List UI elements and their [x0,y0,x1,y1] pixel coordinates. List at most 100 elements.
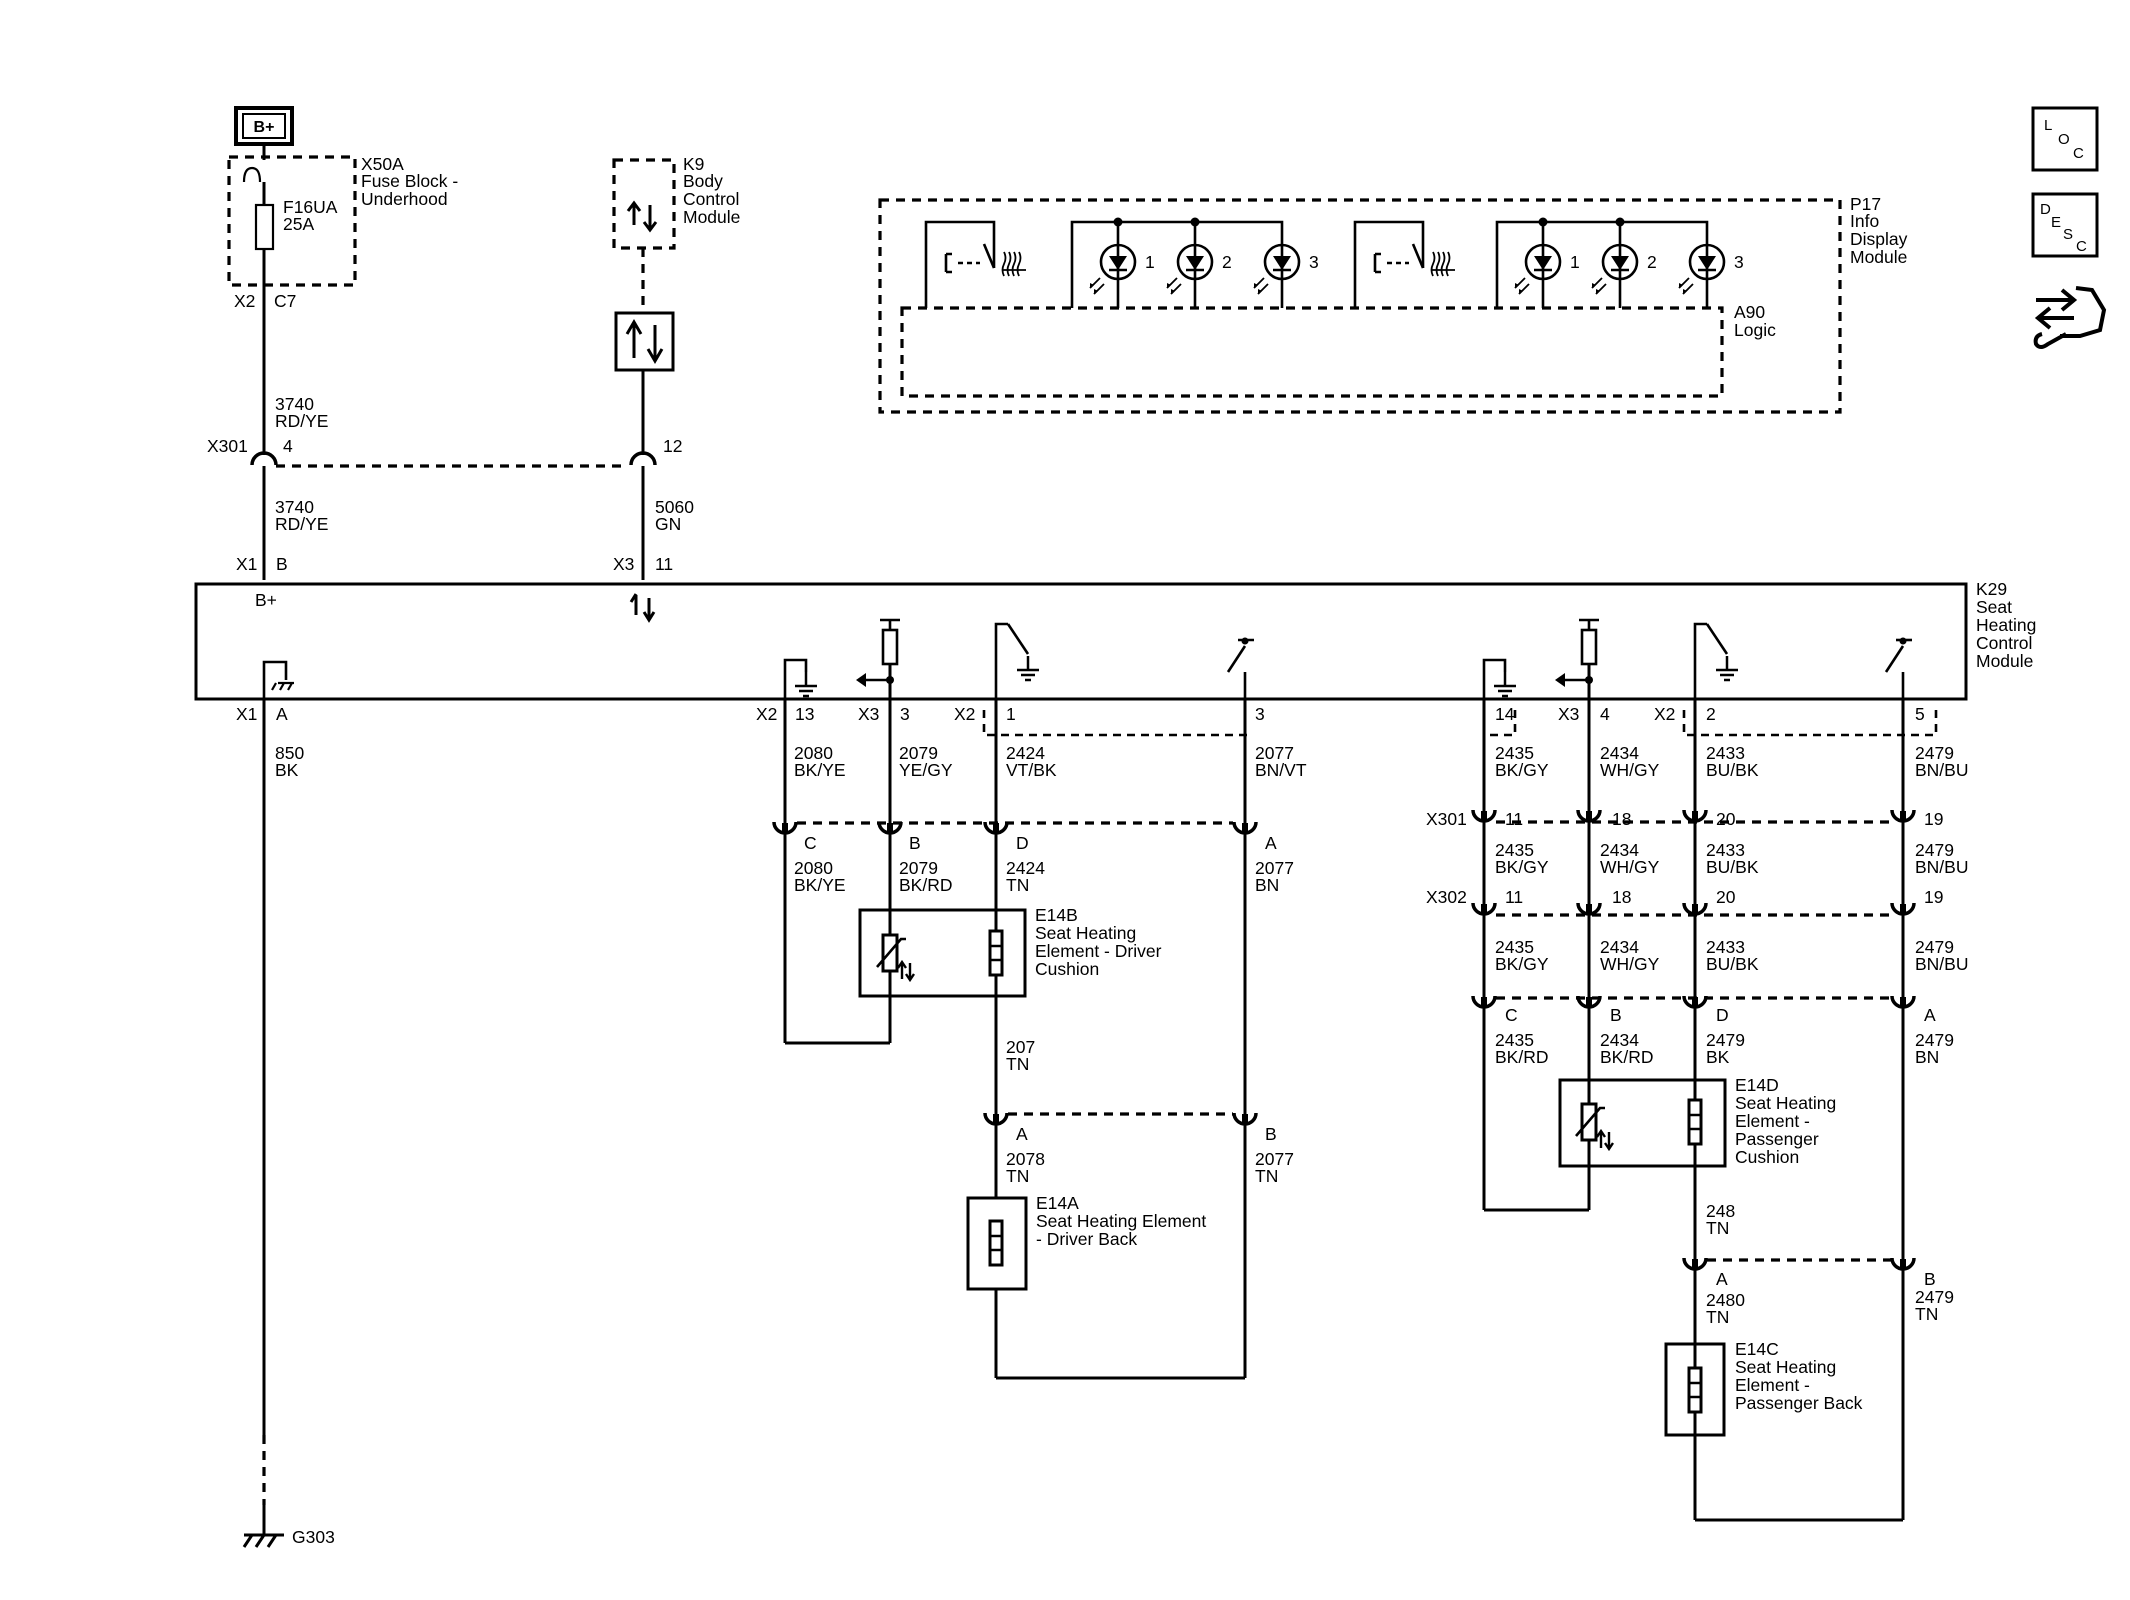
drv-wire-mid-num-2: 2079 [899,858,938,878]
psg-wire-top-color-2: WH/GY [1600,760,1660,780]
arrow-left-icon [1555,673,1565,687]
connector-terminal [1682,809,1708,823]
desc-letter-s: S [2063,226,2073,243]
passenger-ground-path [1482,658,1507,699]
connector-terminal [1890,809,1916,823]
psg-wire-b-color-3: BU/BK [1706,857,1759,877]
logic-name: Logic [1734,320,1776,340]
drv-back-ref: E14A [1036,1193,1079,1213]
drv-wire-mid-num-1: 2080 [794,858,833,878]
drv-pin-c: C [804,833,817,853]
fuse-label: F16UA [283,197,338,217]
psg-wire-top-color-4: BN/BU [1915,760,1968,780]
psg-back-ref: E14C [1735,1339,1779,1359]
psg-back-wire-num-1: 2480 [1706,1290,1745,1310]
connector-terminal [1890,995,1916,1009]
psg-back-name-3: Passenger Back [1735,1393,1863,1413]
pullup-resistor-icon [881,628,899,666]
drv-wire-top-num-4: 2077 [1255,743,1294,763]
heater-element-icon [1687,1366,1703,1414]
connector-repair-icon[interactable] [2033,286,2107,349]
drv-back-wire-num-1: 2078 [1006,1149,1045,1169]
psg-wire-c-num-3: 2433 [1706,937,1745,957]
fuse-block-name-2: Underhood [361,189,448,209]
psg-x301-pin-2: 18 [1612,809,1631,829]
module-name-4: Module [1976,651,2033,671]
x301-pin-4: 4 [283,436,293,456]
desc-icon[interactable]: D E S C [2031,192,2099,258]
drv-wire-top-color-3: VT/BK [1006,760,1057,780]
connector-terminal [1890,1257,1916,1271]
switch-icon [1705,623,1729,655]
fuse-rating: 25A [283,214,314,234]
seat-heating-control-module: B+ K29 Seat Heating Control Module [194,579,2036,701]
psg-cushion-name-1: Seat Heating [1735,1093,1836,1113]
psg-jumper-color: TN [1706,1218,1729,1238]
psg-cushion-ref: E14D [1735,1075,1779,1095]
arrow-left-icon [856,673,866,687]
x3-label-top: X3 [613,554,634,574]
drv-wire-mid-color-2: BK/RD [899,875,952,895]
ground-icon [242,1505,284,1548]
pin-2: 2 [1706,704,1716,724]
x2-label-c: X2 [1654,704,1675,724]
wire-3740-num-a: 3740 [275,394,314,414]
ground-icon [795,672,817,698]
heater-element-icon [1687,1098,1703,1146]
psg-wire-b-num-3: 2433 [1706,840,1745,860]
drv-back-pin-a: A [1016,1124,1028,1144]
psg-wire-top-num-2: 2434 [1600,743,1639,763]
psg-pin-b: B [1610,1005,1622,1025]
x1-pin-b: B [276,554,288,574]
body-control-module: K9 Body Control Module [612,154,740,250]
connector-terminal [1682,902,1708,916]
drv-wire-mid-color-4: BN [1255,875,1279,895]
psg-x302-label: X302 [1426,887,1467,907]
psg-cushion-name-4: Cushion [1735,1147,1799,1167]
fuse-block-ref: X50A [361,154,404,174]
battery-symbol: B+ [234,106,294,146]
psg-wire-c-num-2: 2434 [1600,937,1639,957]
thermistor-icon [1575,1102,1614,1152]
drv-jumper-color: TN [1006,1054,1029,1074]
psg-wire-b-color-1: BK/GY [1495,857,1549,877]
module-bplus: B+ [255,590,277,610]
wire-850-num: 850 [275,743,304,763]
psg-wire-top-num-4: 2479 [1915,743,1954,763]
psg-x301-pin-1: 11 [1505,809,1523,829]
led-number: 2 [1647,252,1657,272]
connector-terminal [1471,995,1497,1009]
drv-wire-mid-color-3: TN [1006,875,1029,895]
wire-3740-color-a: RD/YE [275,411,328,431]
psg-wire-b-color-2: WH/GY [1600,857,1660,877]
psg-pin-a: A [1924,1005,1936,1025]
driver-ground-path [783,658,808,699]
led-number: 1 [1570,252,1580,272]
psg-cushion-name-3: Passenger [1735,1129,1819,1149]
psg-x302-pin-2: 18 [1612,887,1631,907]
psg-wire-d-color-3: BK [1706,1047,1730,1067]
pin-1: 1 [1006,704,1016,724]
battery-label: B+ [254,119,275,136]
psg-wire-d-num-4: 2479 [1915,1030,1954,1050]
connector-terminal [983,1112,1009,1126]
bcm-name-3: Module [683,207,740,227]
logic-ref: A90 [1734,302,1765,322]
pullup-resistor-icon [1580,628,1598,666]
x3-pin-11: 11 [655,554,673,574]
heated-seat-switch-icon [924,220,1026,308]
module-name-1: Seat [1976,597,2012,617]
psg-x302-pin-3: 20 [1716,887,1736,907]
module-name-3: Control [1976,633,2032,653]
psg-wire-top-color-1: BK/GY [1495,760,1549,780]
loc-icon[interactable]: L O C [2031,106,2099,172]
psg-wire-c-num-4: 2479 [1915,937,1954,957]
connector-terminal [1576,995,1602,1009]
psg-wire-b-num-1: 2435 [1495,840,1534,860]
psg-back-pin-b: B [1924,1269,1936,1289]
connector-terminal [877,821,903,835]
desc-letter-e: E [2051,214,2061,231]
